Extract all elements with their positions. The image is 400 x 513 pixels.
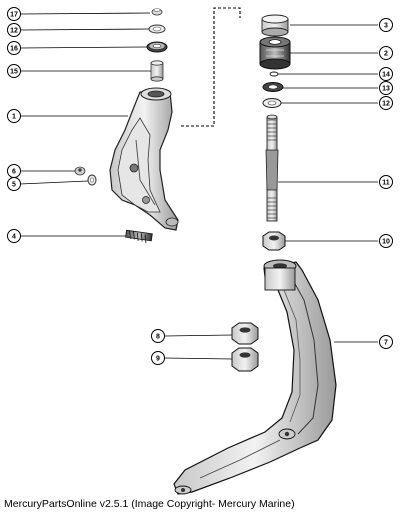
- part-17-cap: [151, 8, 163, 16]
- callout-9: 9: [151, 351, 165, 365]
- svg-text:2: 2: [384, 51, 388, 58]
- svg-text:12: 12: [382, 101, 390, 108]
- callout-14: 14: [379, 67, 393, 81]
- part-15-bushing: [150, 60, 164, 82]
- callout-7: 7: [379, 335, 393, 349]
- callout-13: 13: [379, 81, 393, 95]
- part-7-lower-arm: [173, 259, 337, 495]
- part-16-bearing: [146, 41, 168, 53]
- callout-16: 16: [7, 41, 21, 55]
- svg-text:3: 3: [384, 23, 388, 30]
- assembly-dashed-line: [181, 7, 241, 127]
- svg-text:11: 11: [382, 180, 390, 187]
- callout-15: 15: [7, 64, 21, 78]
- callout-10: 10: [379, 234, 393, 248]
- callout-4: 4: [7, 229, 21, 243]
- svg-text:1: 1: [12, 114, 16, 121]
- callout-12-right: 12: [379, 96, 393, 110]
- part-6-nut: [74, 166, 86, 176]
- callout-8: 8: [151, 329, 165, 343]
- svg-text:13: 13: [382, 86, 390, 93]
- svg-text:10: 10: [382, 239, 390, 246]
- svg-text:4: 4: [12, 234, 16, 241]
- part-3-sleeve: [261, 14, 289, 37]
- svg-text:16: 16: [10, 46, 18, 53]
- part-13-washer: [262, 82, 284, 92]
- part-12-washer-right: [262, 98, 282, 108]
- callout-3: 3: [379, 18, 393, 32]
- part-4-set-screw: [125, 229, 153, 244]
- copyright-footer: MercuryPartsOnline v2.5.1 (Image Copyrig…: [4, 498, 295, 510]
- svg-text:17: 17: [10, 12, 18, 19]
- part-8-nut: [231, 322, 259, 345]
- part-1-upper-bracket: [109, 87, 179, 231]
- part-2-bearing-cup: [259, 36, 291, 70]
- svg-text:9: 9: [156, 356, 160, 363]
- part-14-ring: [269, 71, 279, 77]
- part-12-washer-left: [148, 24, 166, 34]
- svg-text:15: 15: [10, 69, 18, 76]
- callout-11: 11: [379, 175, 393, 189]
- callout-17: 17: [7, 7, 21, 21]
- svg-text:7: 7: [384, 340, 388, 347]
- svg-text:12: 12: [10, 28, 18, 35]
- callout-5: 5: [7, 177, 21, 191]
- callout-2: 2: [379, 46, 393, 60]
- callout-6: 6: [7, 164, 21, 178]
- svg-text:5: 5: [12, 182, 16, 189]
- part-9-nut: [231, 347, 259, 372]
- callout-12-left: 12: [7, 23, 21, 37]
- part-5-washer: [87, 174, 97, 186]
- part-11-shaft: [265, 114, 279, 222]
- callout-1: 1: [7, 109, 21, 123]
- svg-text:8: 8: [156, 334, 160, 341]
- part-10-nut: [262, 231, 286, 251]
- svg-text:6: 6: [12, 169, 16, 176]
- leader-lines: [19, 12, 378, 360]
- svg-text:14: 14: [382, 72, 390, 79]
